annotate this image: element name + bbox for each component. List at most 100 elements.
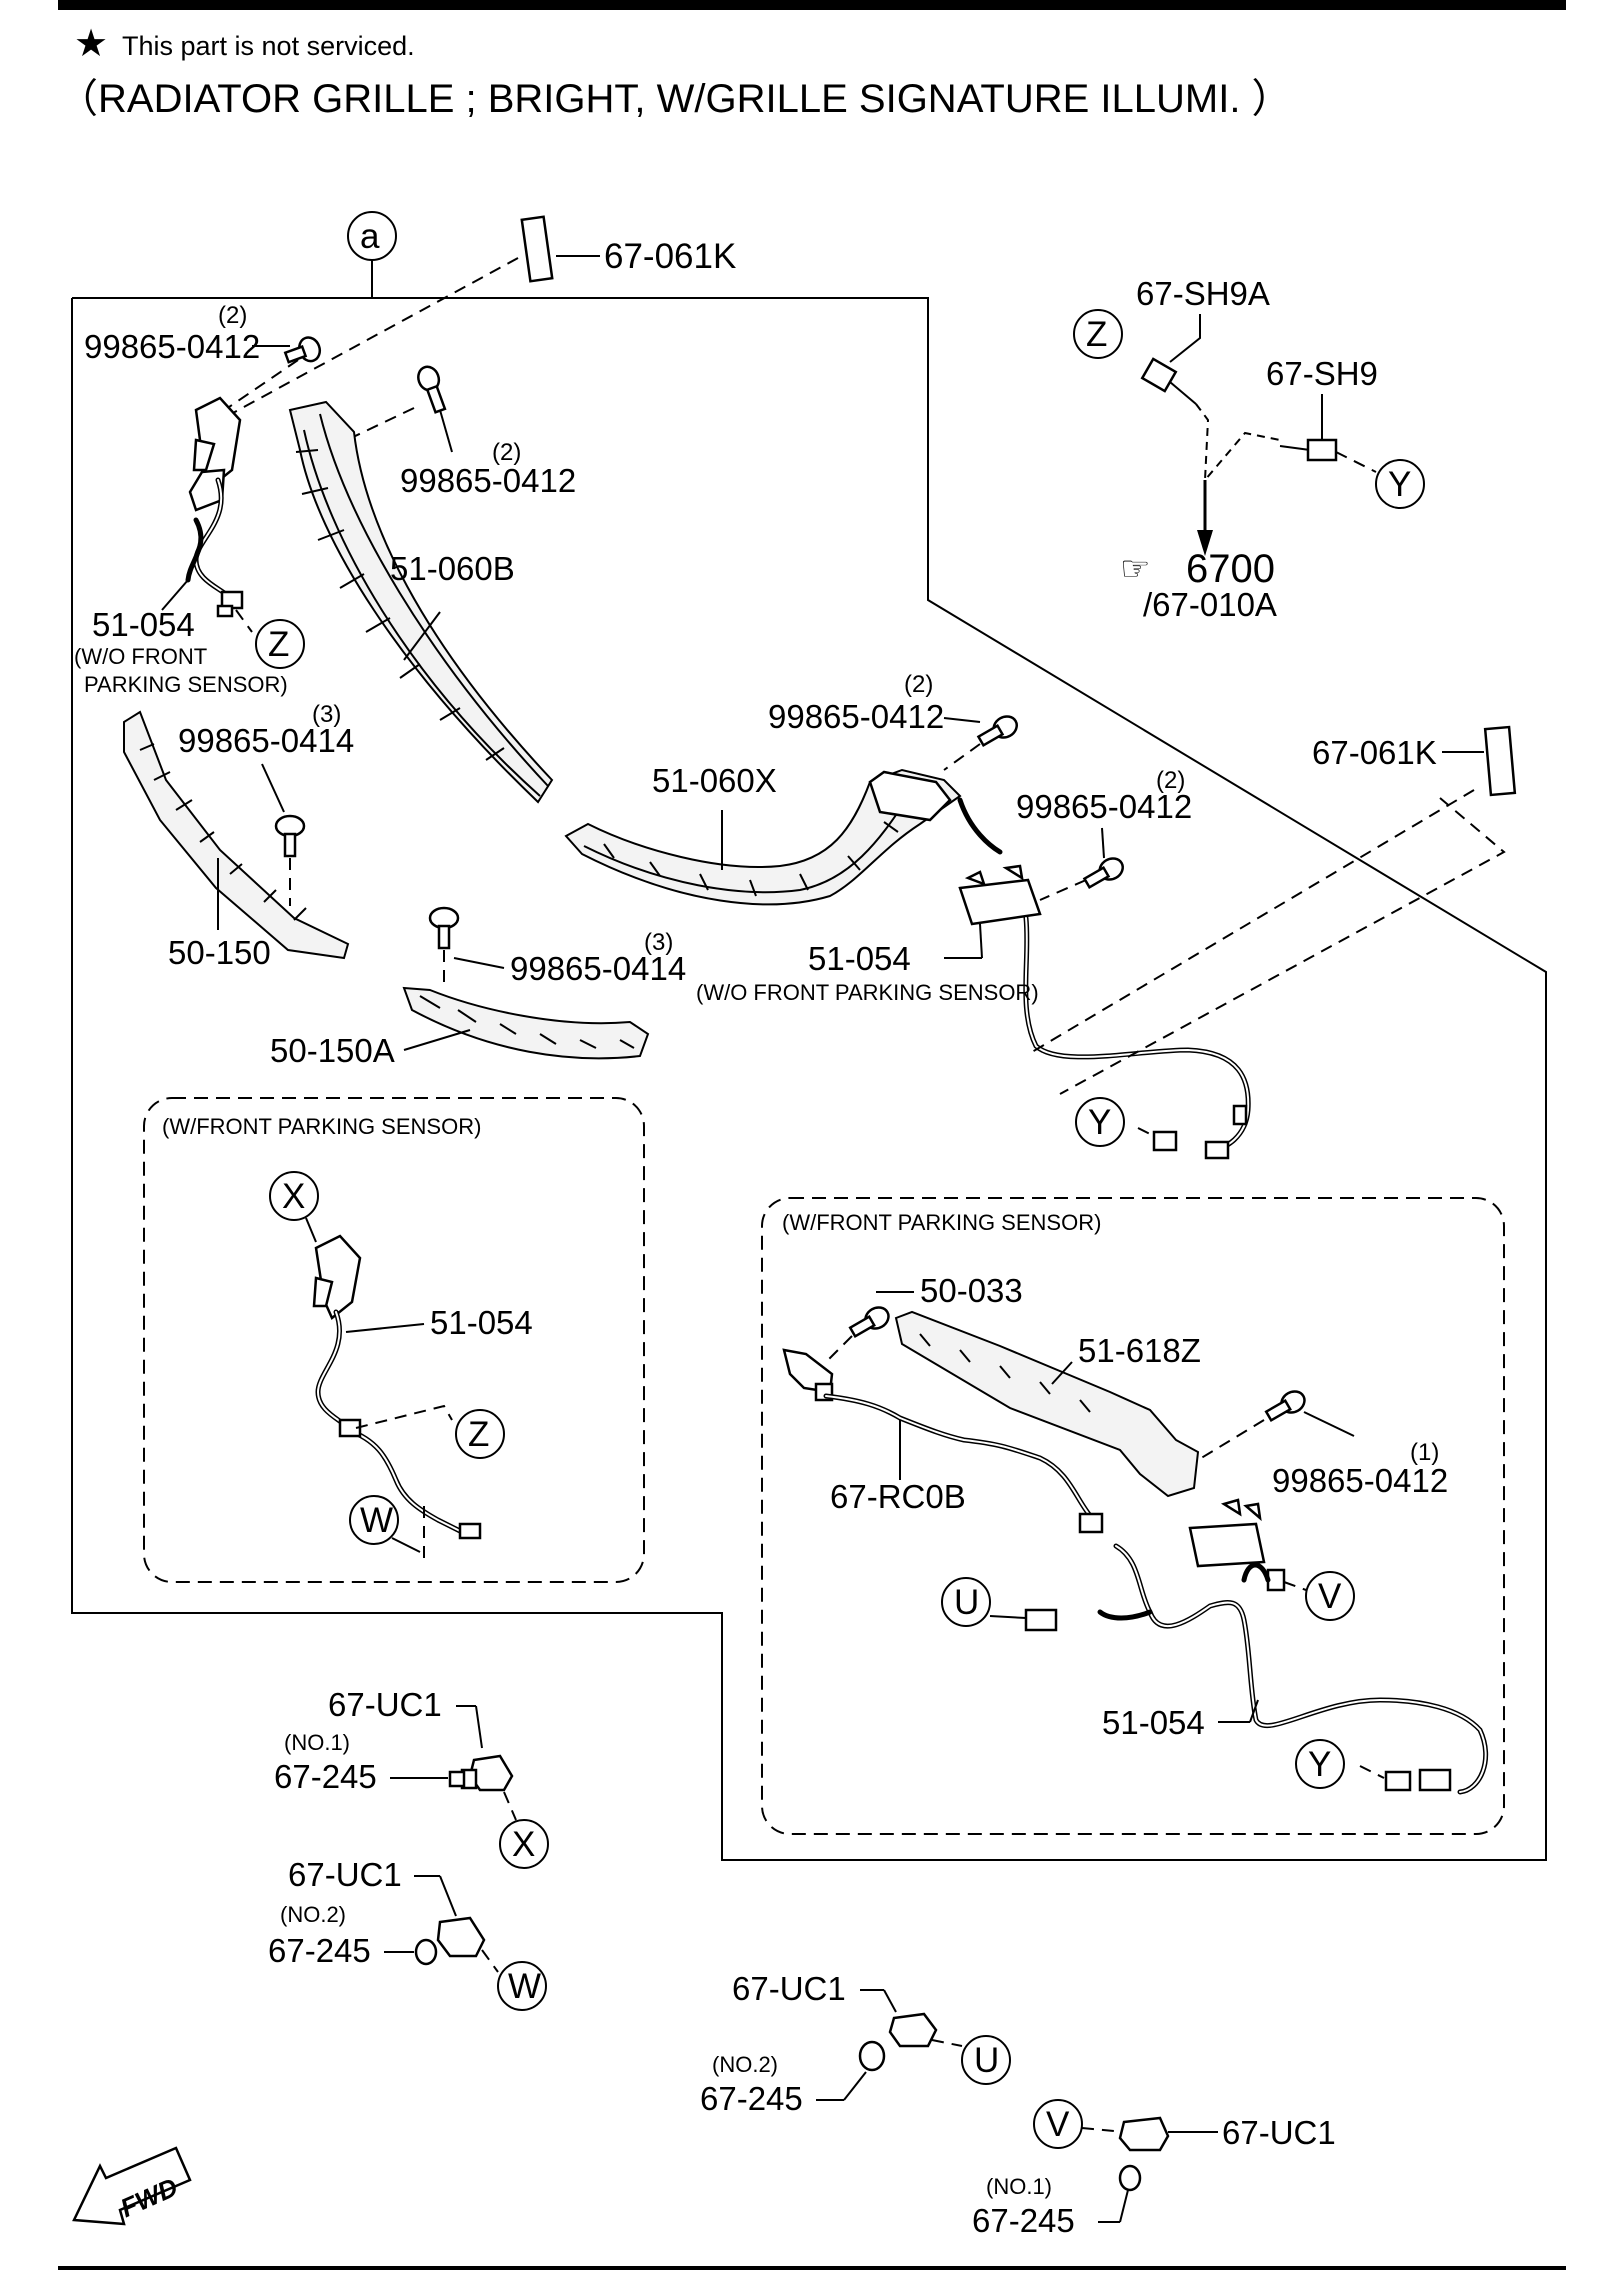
label-51-054: 51-054 (92, 606, 195, 643)
label-99865-0412: 99865-0412 (84, 328, 260, 365)
svg-text:(3): (3) (312, 701, 341, 728)
callout-x (269, 1171, 319, 1221)
part-51-060x: 51-060X (564, 762, 962, 906)
callout-a: a (347, 211, 397, 298)
svg-text:U: U (974, 2041, 999, 2080)
svg-text:(NO.1): (NO.1) (986, 2174, 1052, 2199)
star-icon: ★ (74, 23, 108, 65)
svg-text:(2): (2) (492, 439, 521, 466)
assembly-outline (71, 297, 1547, 1861)
label-67-uc1: 67-UC1 (1222, 2114, 1336, 2151)
svg-text:Y: Y (1388, 465, 1411, 504)
variant-box-right: (W/FRONT PARKING SENSOR) 50-033 51-618Z … (761, 1197, 1505, 1835)
part-51-054-mid: Y 51-054 (W/O FRONT PARKING SENSOR) (696, 797, 1251, 1160)
sensor-group-v: V 67-UC1 (NO.1) 67-245 (972, 2099, 1336, 2239)
label-51-618z: 51-618Z (1078, 1332, 1201, 1369)
callout-w (497, 1961, 547, 2011)
label-50-150a: 50-150A (270, 1032, 395, 1069)
callout-z (455, 1409, 505, 1459)
callout-z (255, 619, 305, 669)
part-50-150a: 50-150A (270, 986, 650, 1069)
callout-u (961, 2035, 1011, 2085)
svg-text:V: V (1046, 2105, 1070, 2144)
part-67-061k-top: 67-061K (219, 215, 736, 421)
svg-text:(2): (2) (218, 302, 247, 329)
label-67-245: 67-245 (972, 2202, 1075, 2239)
svg-text:(NO.2): (NO.2) (280, 1902, 346, 1927)
svg-text:X: X (282, 1177, 305, 1216)
label-67-010a: /67-010A (1143, 586, 1277, 623)
callout-u (941, 1577, 991, 1627)
callout-w (349, 1495, 399, 1545)
svg-text:Z: Z (268, 625, 289, 664)
label-67-sh9: 67-SH9 (1266, 355, 1378, 392)
svg-text:Y: Y (1088, 1103, 1111, 1142)
variant-box-left: (W/FRONT PARKING SENSOR) X 51-054 Z W (143, 1097, 645, 1583)
svg-text:PARKING SENSOR): PARKING SENSOR) (84, 672, 288, 697)
label-67-rc0b: 67-RC0B (830, 1478, 966, 1515)
svg-text:Y: Y (1308, 1745, 1331, 1784)
part-67-sh9: 67-SH9 Y (1266, 355, 1425, 509)
label-51-054-box1: 51-054 (430, 1304, 533, 1341)
svg-text:V: V (1318, 1577, 1342, 1616)
bolt-99865-0412-c: (2) 99865-0412 (768, 671, 1018, 771)
label-67-sh9a: 67-SH9A (1136, 275, 1270, 312)
label-67-061k: 67-061K (1312, 734, 1437, 771)
svg-text:(W/O FRONT PARKING SENSOR): (W/O FRONT PARKING SENSOR) (696, 980, 1039, 1005)
svg-text:Z: Z (1086, 315, 1107, 354)
svg-text:(W/FRONT PARKING SENSOR): (W/FRONT PARKING SENSOR) (162, 1114, 481, 1139)
svg-text:(3): (3) (644, 929, 673, 956)
label-51-060b: 51-060B (390, 550, 515, 587)
part-51-060b: 51-060B (288, 400, 554, 804)
top-rule (58, 0, 1566, 10)
label-67-061k: 67-061K (604, 237, 736, 276)
label-67-245: 67-245 (700, 2080, 803, 2117)
svg-text:a: a (360, 217, 380, 256)
label-51-054-box2: 51-054 (1102, 1704, 1205, 1741)
svg-text:(2): (2) (904, 671, 933, 698)
label-67-uc1: 67-UC1 (328, 1686, 442, 1723)
bolt-99865-0412-a: (2) 99865-0412 (84, 302, 322, 421)
callout-v (1305, 1571, 1355, 1621)
label-50-033: 50-033 (920, 1272, 1023, 1309)
bolt-99865-0412-b: (2) 99865-0412 (329, 365, 576, 499)
svg-text:99865-0412: 99865-0412 (400, 462, 576, 499)
svg-text:(1): (1) (1410, 1439, 1439, 1466)
label-67-245: 67-245 (274, 1758, 377, 1795)
svg-text:99865-0412: 99865-0412 (1016, 788, 1192, 825)
bottom-rule (58, 2266, 1566, 2270)
diagram-title: （RADIATOR GRILLE ; BRIGHT, W/GRILLE SIGN… (58, 77, 1292, 121)
svg-text:(W/FRONT PARKING SENSOR): (W/FRONT PARKING SENSOR) (782, 1210, 1101, 1235)
sensor-group-x: 67-UC1 (NO.1) 67-245 X (274, 1686, 549, 1869)
svg-text:99865-0412: 99865-0412 (1272, 1462, 1448, 1499)
svg-text:U: U (954, 1583, 979, 1622)
not-serviced-note: This part is not serviced. (122, 31, 415, 61)
svg-text:X: X (512, 1825, 535, 1864)
label-51-054-mid: 51-054 (808, 940, 911, 977)
svg-text:W: W (360, 1501, 393, 1540)
label-67-245: 67-245 (268, 1932, 371, 1969)
svg-text:W: W (508, 1967, 541, 2006)
svg-text:99865-0412: 99865-0412 (768, 698, 944, 735)
callout-x (499, 1819, 549, 1869)
callout-y (1075, 1097, 1125, 1147)
svg-text:(2): (2) (1156, 767, 1185, 794)
callout-z (1073, 309, 1123, 359)
part-51-054-left: Z 51-054 (W/O FRONT PARKING SENSOR) (74, 396, 305, 697)
header: ★ This part is not serviced. （RADIATOR G… (58, 23, 1292, 121)
callout-y (1375, 459, 1425, 509)
svg-text:(NO.2): (NO.2) (712, 2052, 778, 2077)
part-67-061k-right: 67-061K (1031, 725, 1517, 1095)
part-50-150: 50-150 (123, 710, 350, 971)
bolt-99865-0414-a: (3) 99865-0414 (178, 701, 354, 906)
part-67-sh9a: Z 67-SH9A (1073, 275, 1281, 556)
svg-text:99865-0414: 99865-0414 (510, 950, 686, 987)
svg-text:Z: Z (468, 1415, 489, 1454)
label-51-060x: 51-060X (652, 762, 777, 799)
ref-6700: ☞ 6700 /67-010A (1120, 547, 1277, 623)
label-50-150: 50-150 (168, 934, 271, 971)
sensor-group-u: 67-UC1 U (NO.2) 67-245 (700, 1970, 1011, 2117)
callout-y (1295, 1739, 1345, 1789)
bolt-99865-0414-b: (3) 99865-0414 (428, 906, 686, 987)
